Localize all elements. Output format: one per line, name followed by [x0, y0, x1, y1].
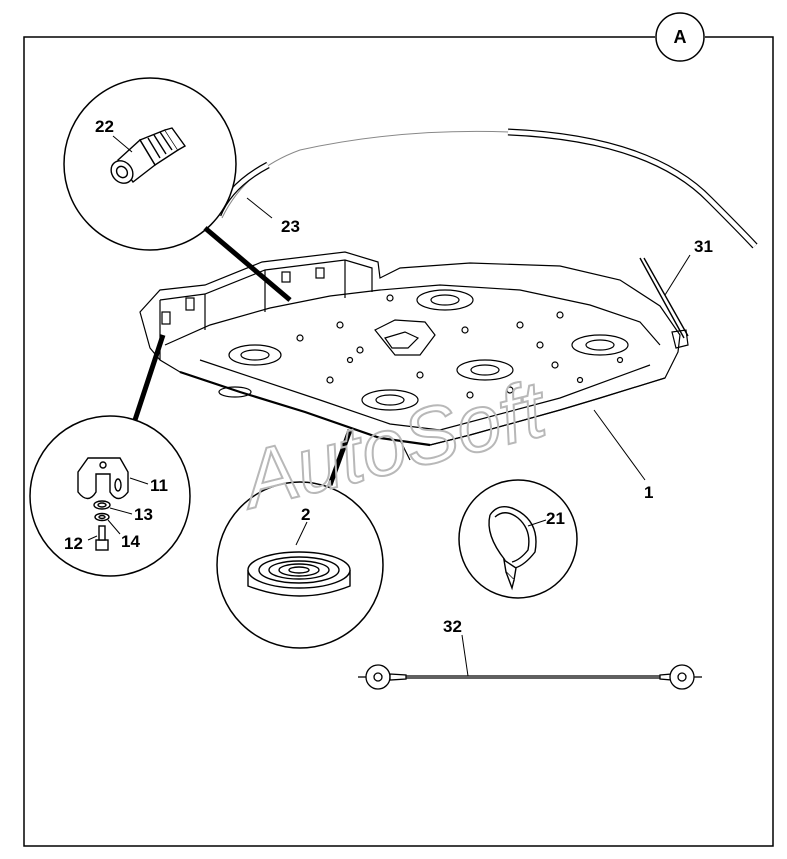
main-panel — [139, 251, 689, 461]
callout-31: 31 — [694, 237, 713, 256]
section-marker: A — [655, 12, 705, 62]
frame-border — [23, 36, 774, 847]
callout-2: 2 — [301, 505, 310, 524]
callout-32: 32 — [443, 617, 462, 636]
callout-11: 11 — [150, 476, 168, 495]
detail-21-bubble: 21 — [458, 479, 578, 599]
callout-21: 21 — [546, 509, 565, 528]
callout-14: 14 — [121, 532, 140, 551]
rod-31 — [639, 257, 689, 339]
callout-1: 1 — [644, 483, 653, 502]
callout-23: 23 — [281, 217, 300, 236]
callout-13: 13 — [134, 505, 153, 524]
cable-32 — [358, 664, 702, 690]
section-marker-label: A — [674, 27, 687, 47]
detail-11-14-bubble: 11 13 14 12 — [29, 334, 191, 577]
callout-12: 12 — [64, 534, 83, 553]
detail-2-bubble: 2 — [216, 429, 384, 649]
detail-22-bubble: 22 — [63, 77, 292, 302]
callout-22: 22 — [95, 117, 114, 136]
